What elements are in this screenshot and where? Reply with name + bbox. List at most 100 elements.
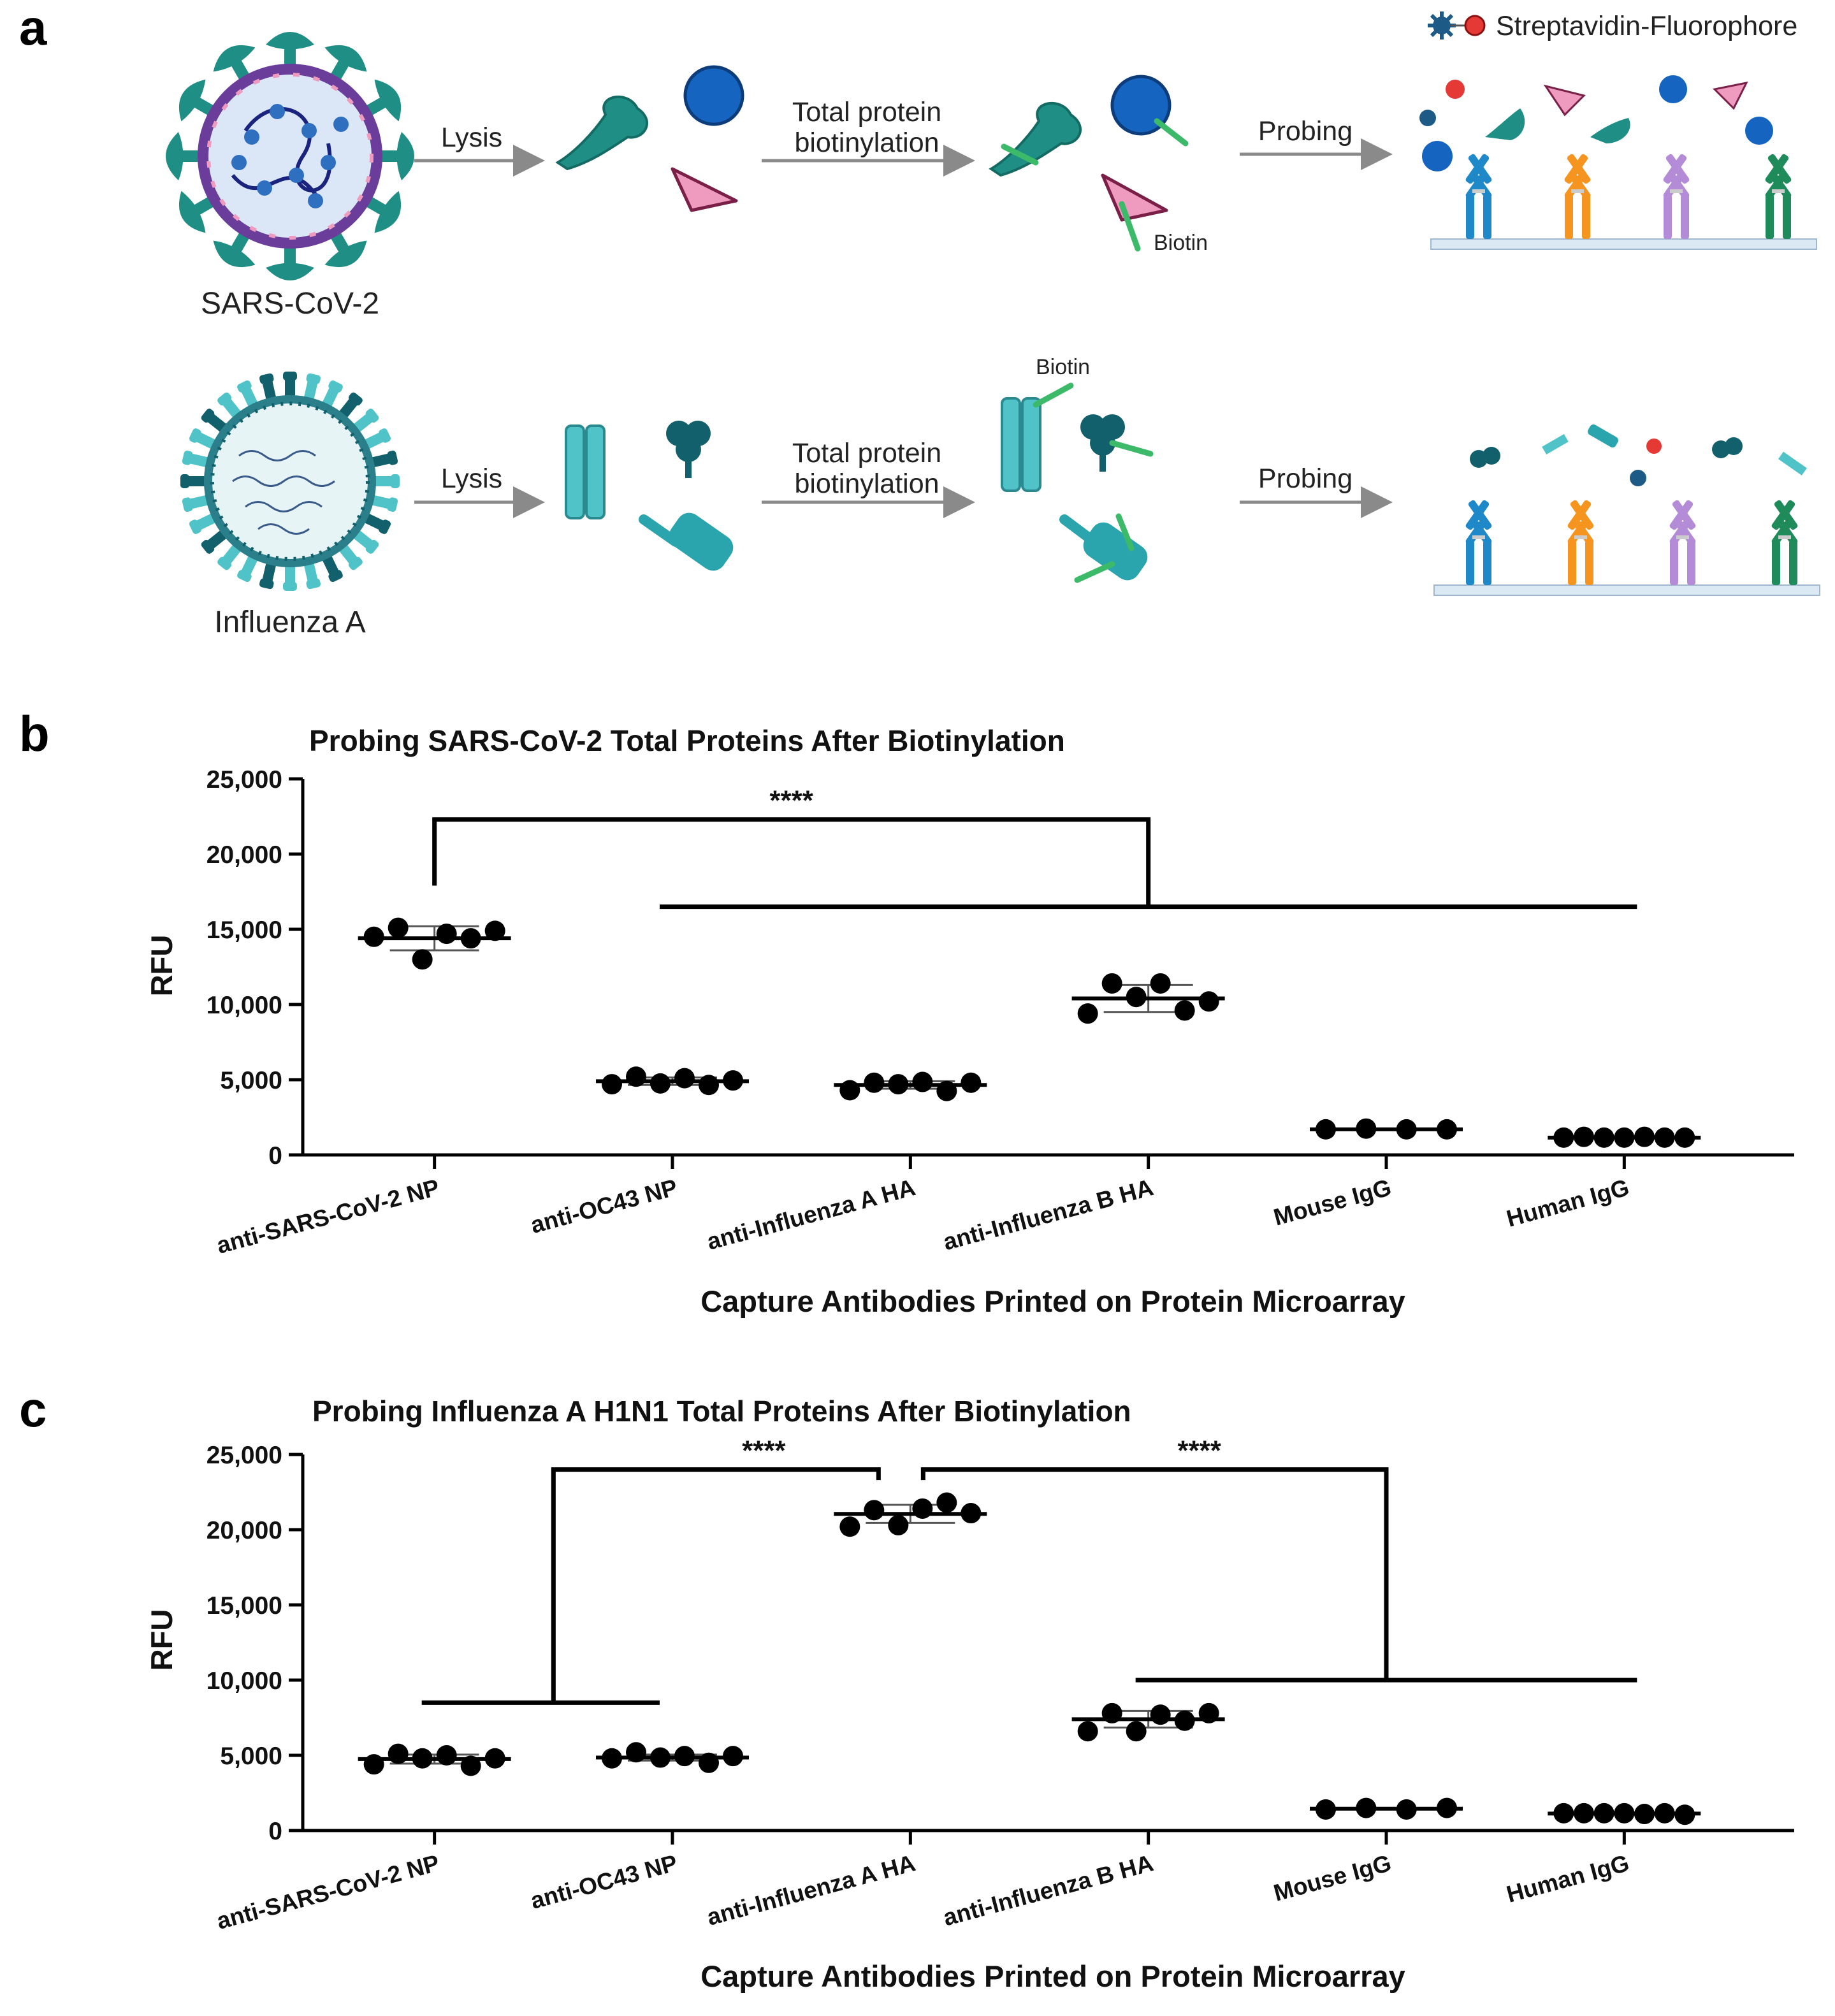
panel-c-chart: c Probing Influenza A H1N1 Total Protein… bbox=[19, 1381, 1794, 1993]
surface-protein bbox=[189, 513, 217, 534]
label-biotinylation-bottom: biotinylation bbox=[794, 468, 939, 499]
surface-protein bbox=[201, 530, 228, 554]
chart-c-title: Probing Influenza A H1N1 Total Proteins … bbox=[312, 1395, 1131, 1428]
chart-b-y-axis-title: RFU bbox=[145, 935, 178, 997]
surface-protein bbox=[352, 409, 379, 433]
influenza-proteins-lysed-icon bbox=[565, 421, 734, 571]
data-point bbox=[626, 1742, 646, 1763]
significance-bracket bbox=[920, 1467, 1389, 1680]
surface-protein bbox=[363, 428, 391, 449]
y-tick-label: 10,000 bbox=[207, 992, 282, 1019]
data-point bbox=[626, 1066, 646, 1087]
data-point bbox=[936, 1080, 957, 1101]
chart-b-title: Probing SARS-CoV-2 Total Proteins After … bbox=[309, 724, 1065, 757]
surface-protein bbox=[303, 561, 321, 590]
data-point bbox=[912, 1498, 933, 1519]
data-point bbox=[650, 1073, 671, 1094]
data-point bbox=[1316, 1119, 1336, 1140]
y-tick-label: 0 bbox=[268, 1142, 282, 1170]
chart-c-mean-lines bbox=[358, 1512, 1701, 1816]
surface-protein bbox=[237, 554, 258, 583]
x-category-label: anti-SARS-CoV-2 NP bbox=[214, 1174, 442, 1259]
x-category-label: anti-Influenza B HA bbox=[941, 1174, 1156, 1255]
surface-protein bbox=[259, 373, 277, 402]
data-point bbox=[602, 1748, 622, 1769]
spike-protein bbox=[376, 132, 414, 180]
surface-protein bbox=[283, 564, 297, 591]
data-point bbox=[1437, 1797, 1457, 1818]
data-point bbox=[961, 1503, 982, 1524]
data-point bbox=[1674, 1127, 1695, 1148]
data-point bbox=[460, 1755, 481, 1776]
data-point bbox=[1198, 991, 1219, 1012]
surface-protein bbox=[363, 513, 391, 534]
label-lysis-top: Lysis bbox=[441, 122, 502, 153]
antibody-array-top bbox=[1419, 75, 1817, 250]
surface-protein bbox=[259, 561, 277, 590]
data-point bbox=[602, 1074, 622, 1095]
data-point bbox=[839, 1516, 860, 1537]
data-point bbox=[1593, 1802, 1614, 1824]
data-point bbox=[363, 926, 384, 947]
chart-b-error-bars bbox=[389, 925, 1669, 1140]
data-point bbox=[436, 1745, 457, 1766]
data-point bbox=[363, 1754, 384, 1775]
data-point bbox=[1593, 1127, 1614, 1148]
label-total-protein-top: Total protein bbox=[792, 97, 941, 127]
label-total-protein-bottom: Total protein bbox=[792, 438, 941, 468]
panel-letter-a: a bbox=[19, 0, 47, 55]
surface-protein bbox=[352, 530, 379, 554]
x-category-label: anti-Influenza A HA bbox=[704, 1850, 918, 1931]
data-point bbox=[1396, 1119, 1417, 1140]
sars-proteins-lysed-icon bbox=[555, 65, 744, 212]
data-point bbox=[699, 1752, 719, 1773]
data-point bbox=[1150, 1704, 1171, 1725]
data-point bbox=[1101, 1702, 1122, 1723]
antibody-array-bottom bbox=[1433, 424, 1820, 596]
data-point bbox=[961, 1072, 982, 1093]
surface-protein bbox=[373, 474, 400, 488]
data-point bbox=[1174, 1000, 1195, 1021]
label-influenza-a: Influenza A bbox=[214, 606, 366, 639]
data-point bbox=[388, 1743, 409, 1764]
significance-label: **** bbox=[769, 785, 813, 816]
data-point bbox=[1634, 1126, 1655, 1147]
data-point bbox=[1126, 987, 1147, 1008]
surface-protein bbox=[217, 392, 242, 419]
data-point bbox=[1356, 1118, 1377, 1139]
label-lysis-bottom: Lysis bbox=[441, 463, 502, 494]
y-tick-label: 0 bbox=[268, 1818, 282, 1845]
x-category-label: Human IgG bbox=[1504, 1174, 1632, 1232]
data-point bbox=[912, 1071, 933, 1092]
data-point bbox=[1077, 1721, 1098, 1742]
chart-c-data-points bbox=[363, 1492, 1695, 1825]
sars-proteins-biotinylated-icon bbox=[989, 75, 1189, 252]
influenza-a-virus-icon bbox=[180, 372, 400, 591]
data-point bbox=[864, 1072, 885, 1093]
y-tick-label: 15,000 bbox=[207, 917, 282, 944]
y-tick-label: 20,000 bbox=[207, 1517, 282, 1544]
y-tick-label: 5,000 bbox=[220, 1067, 282, 1094]
data-point bbox=[412, 1748, 433, 1769]
label-biotinylation-top: biotinylation bbox=[794, 127, 939, 158]
data-point bbox=[723, 1746, 743, 1767]
label-biotin-bottom: Biotin bbox=[1036, 355, 1090, 379]
chart-c-x-axis-title: Capture Antibodies Printed on Protein Mi… bbox=[700, 1959, 1405, 1993]
surface-protein bbox=[182, 450, 210, 468]
significance-bracket bbox=[432, 817, 1151, 907]
y-tick-label: 5,000 bbox=[220, 1743, 282, 1770]
data-point bbox=[1614, 1127, 1635, 1148]
data-point bbox=[1654, 1127, 1675, 1148]
surface-protein bbox=[370, 450, 398, 468]
chart-b-axes bbox=[301, 779, 1794, 1157]
data-point bbox=[864, 1500, 885, 1521]
data-point bbox=[1437, 1119, 1457, 1140]
x-category-label: anti-OC43 NP bbox=[528, 1850, 680, 1914]
data-point bbox=[650, 1747, 671, 1768]
data-point bbox=[436, 924, 457, 945]
data-point bbox=[388, 917, 409, 938]
significance-label: **** bbox=[742, 1435, 786, 1467]
surface-protein bbox=[189, 428, 217, 449]
